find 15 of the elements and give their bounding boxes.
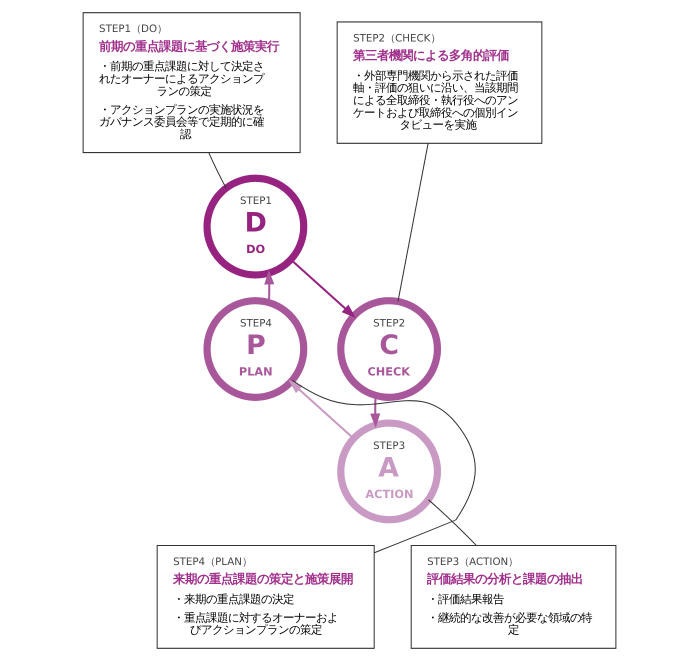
node-circle: STEP4 P PLAN [202, 297, 307, 401]
node-box: STEP1（DO） 前期の重点課題に基づく施策実行 ・前期の重点課題に対して決定されたオーナーによるアクションプランの策定 ・アクションプランの実施状況をガバナンス委員会等で定期的に確認 [82, 12, 300, 154]
connector [396, 144, 428, 302]
connector [208, 152, 226, 188]
arrow [288, 380, 354, 440]
node-circle: STEP3 A ACTION [336, 419, 441, 524]
connector [291, 380, 476, 554]
node-box: STEP2（CHECK） 第三者機関による多角的評価 ・外部専門機関から示された評価軸・評価の狙いに沿い、当該期間による全取締役・執行役へのアンケートおよび取締役への個別インタビューを実施 [336, 21, 542, 144]
node-circle: STEP2 C CHECK [336, 297, 441, 401]
connector [428, 499, 476, 546]
arrow [290, 258, 356, 318]
node-box: STEP3（ACTION） 評価結果の分析と課題の抽出 ・評価結果報告 ・継続的な改善が必要な領域の特定 [410, 544, 616, 649]
arrow [264, 270, 274, 302]
node-circle: STEP1 D DO [202, 174, 307, 279]
node-box: STEP4（PLAN） 来期の重点課題の策定と施策展開 ・来期の重点課題の決定 ・重点課題に対するオーナーおよびアクションプランの策定 [156, 544, 374, 649]
